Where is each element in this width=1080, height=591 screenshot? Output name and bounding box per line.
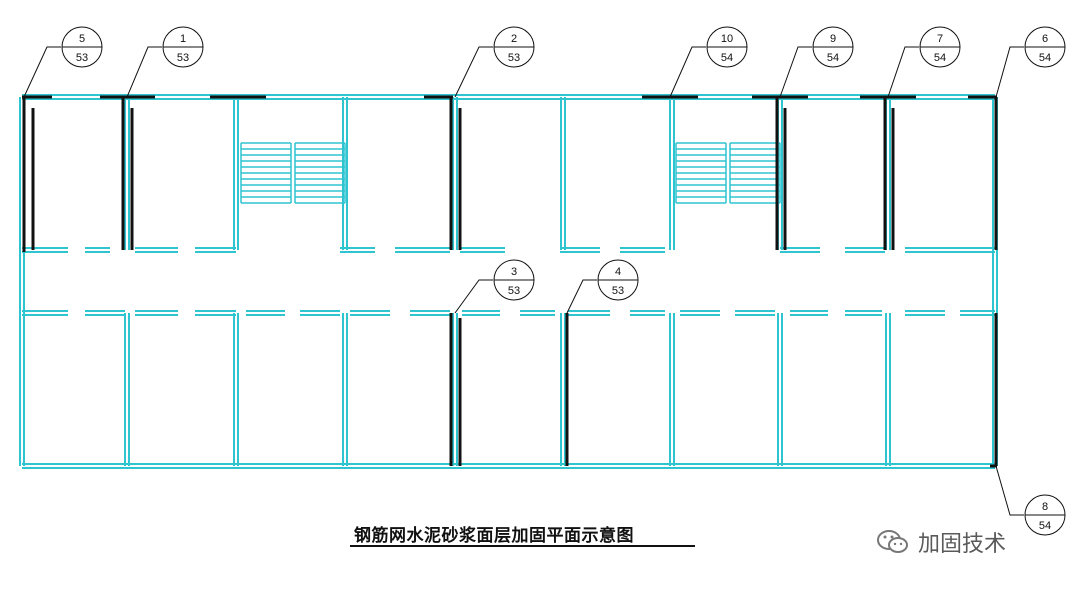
leader-line — [23, 46, 61, 98]
stairs — [240, 142, 781, 204]
marker-sheet: 54 — [827, 52, 839, 64]
marker-sheet: 54 — [934, 52, 946, 64]
marker-9-54: 9 54 — [779, 26, 854, 98]
marker-3-53: 3 53 — [454, 259, 535, 314]
marker-number: 8 — [1042, 501, 1048, 513]
caption-underline — [350, 545, 695, 547]
marker-sheet: 53 — [508, 52, 520, 64]
marker-number: 10 — [721, 33, 733, 45]
leader-line — [566, 279, 597, 314]
marker-number: 7 — [937, 33, 943, 45]
marker-sheet: 53 — [508, 285, 520, 297]
marker-sheet: 54 — [1039, 52, 1051, 64]
marker-sheet: 54 — [1039, 520, 1051, 532]
leader-line — [454, 46, 493, 98]
leader-line — [995, 46, 1024, 98]
leader-line — [669, 46, 706, 98]
marker-1-53: 1 53 — [126, 26, 204, 98]
marker-10-54: 10 54 — [669, 26, 748, 98]
drawing-caption: 钢筋网水泥砂浆面层加固平面示意图 — [354, 526, 634, 546]
marker-sheet: 54 — [721, 52, 733, 64]
watermark: 加固技术 — [876, 527, 1006, 557]
marker-number: 6 — [1042, 33, 1048, 45]
marker-sheet: 53 — [612, 285, 624, 297]
marker-5-53: 5 53 — [23, 26, 103, 98]
leader-line — [454, 279, 493, 314]
leader-line — [779, 46, 812, 98]
marker-number: 3 — [511, 266, 517, 278]
marker-number: 5 — [79, 33, 85, 45]
marker-6-54: 6 54 — [995, 26, 1066, 98]
marker-number: 1 — [180, 33, 186, 45]
detail-markers: 5 53 1 53 2 53 10 54 9 54 7 54 6 54 3 53 4 53 8 54 — [23, 26, 1066, 536]
marker-number: 4 — [615, 266, 621, 278]
reinforcement-lines — [22, 95, 998, 468]
marker-2-53: 2 53 — [454, 26, 535, 98]
leader-line — [126, 46, 162, 98]
watermark-text: 加固技术 — [918, 532, 1007, 557]
marker-number: 9 — [830, 33, 836, 45]
marker-8-54: 8 54 — [995, 465, 1066, 536]
marker-number: 2 — [511, 33, 517, 45]
leader-line — [995, 465, 1024, 516]
wechat-icon — [877, 530, 908, 553]
marker-7-54: 7 54 — [887, 26, 961, 98]
marker-sheet: 53 — [177, 52, 189, 64]
leader-line — [887, 46, 919, 98]
marker-4-53: 4 53 — [566, 259, 639, 314]
marker-sheet: 53 — [76, 52, 88, 64]
